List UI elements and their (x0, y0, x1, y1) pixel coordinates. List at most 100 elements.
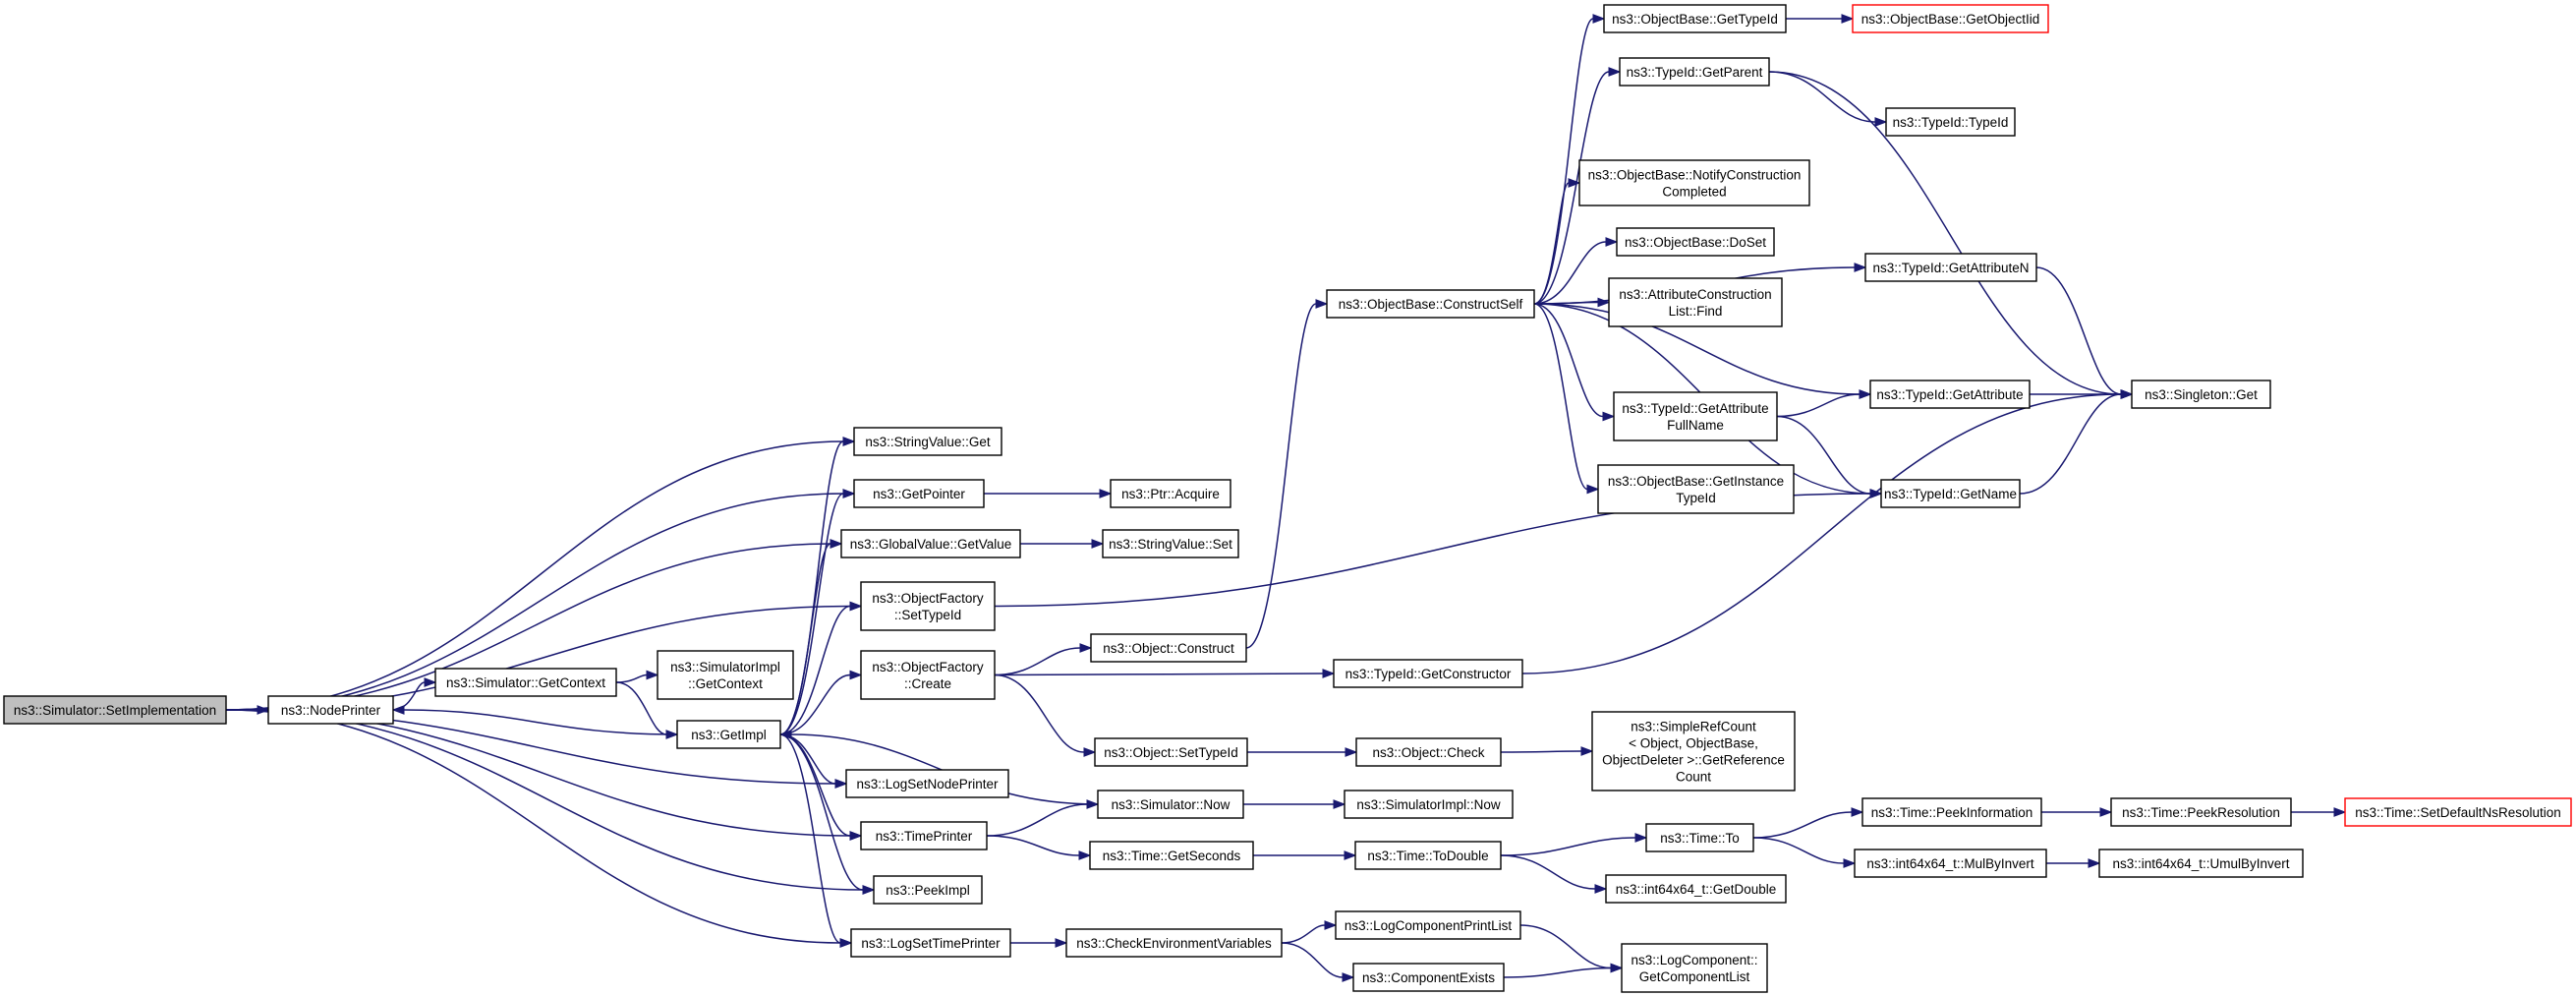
node-get-impl[interactable]: ns3::GetImpl (676, 720, 781, 749)
node-box[interactable] (1603, 4, 1787, 33)
node-box[interactable] (1645, 823, 1754, 852)
node-object-base-notify-construction-completed[interactable]: ns3::ObjectBase::NotifyConstructionCompl… (1578, 159, 1810, 206)
node-type-id-get-constructor[interactable]: ns3::TypeId::GetConstructor (1333, 659, 1523, 688)
node-box[interactable] (1102, 529, 1239, 558)
node-box[interactable] (1605, 874, 1787, 904)
node-int64-get-double[interactable]: ns3::int64x64_t::GetDouble (1605, 874, 1787, 904)
node-log-set-time-printer[interactable]: ns3::LogSetTimePrinter (850, 928, 1011, 958)
node-box[interactable] (1335, 910, 1521, 940)
node-simulator-now[interactable]: ns3::Simulator::Now (1097, 790, 1244, 819)
node-box[interactable] (3, 695, 227, 725)
node-box[interactable] (873, 875, 983, 905)
node-box[interactable] (1097, 790, 1244, 819)
node-box[interactable] (845, 769, 1009, 798)
node-node-printer[interactable]: ns3::NodePrinter (267, 695, 394, 725)
node-object-construct[interactable]: ns3::Object::Construct (1090, 633, 1247, 663)
node-box[interactable] (1619, 57, 1770, 87)
node-simulator-impl-get-context[interactable]: ns3::SimulatorImpl::GetContext (657, 650, 794, 700)
node-log-component-print-list[interactable]: ns3::LogComponentPrintList (1335, 910, 1521, 940)
node-box[interactable] (1597, 464, 1795, 514)
node-box[interactable] (1094, 737, 1248, 767)
node-box[interactable] (860, 821, 988, 850)
node-box[interactable] (1608, 277, 1783, 327)
node-simulator-get-context[interactable]: ns3::Simulator::GetContext (434, 668, 617, 697)
node-object-base-do-set[interactable]: ns3::ObjectBase::DoSet (1616, 227, 1775, 257)
node-box[interactable] (267, 695, 394, 725)
node-box[interactable] (1355, 737, 1502, 767)
node-time-printer[interactable]: ns3::TimePrinter (860, 821, 988, 850)
node-box[interactable] (1110, 479, 1231, 508)
node-time-get-seconds[interactable]: ns3::Time::GetSeconds (1089, 841, 1254, 870)
node-box[interactable] (840, 529, 1021, 558)
node-log-set-node-printer[interactable]: ns3::LogSetNodePrinter (845, 769, 1009, 798)
node-box[interactable] (1854, 849, 2047, 878)
node-box[interactable] (1578, 159, 1810, 206)
node-box[interactable] (657, 650, 794, 700)
node-string-value-get[interactable]: ns3::StringValue::Get (853, 427, 1002, 456)
node-component-exists[interactable]: ns3::ComponentExists (1352, 963, 1505, 992)
node-box[interactable] (434, 668, 617, 697)
node-box[interactable] (2110, 797, 2292, 827)
node-log-component-get-component-list[interactable]: ns3::LogComponent::GetComponentList (1621, 943, 1768, 993)
node-type-id-get-attribute[interactable]: ns3::TypeId::GetAttribute (1869, 380, 2031, 409)
node-box[interactable] (1352, 963, 1505, 992)
node-check-environment-variables[interactable]: ns3::CheckEnvironmentVariables (1065, 928, 1283, 958)
node-type-id-get-name[interactable]: ns3::TypeId::GetName (1880, 479, 2021, 508)
node-time-peek-resolution[interactable]: ns3::Time::PeekResolution (2110, 797, 2292, 827)
node-peek-impl[interactable]: ns3::PeekImpl (873, 875, 983, 905)
node-box[interactable] (1065, 928, 1283, 958)
node-box[interactable] (1885, 107, 2016, 137)
node-set-implementation[interactable]: ns3::Simulator::SetImplementation (3, 695, 227, 725)
node-int64-mul-by-invert[interactable]: ns3::int64x64_t::MulByInvert (1854, 849, 2047, 878)
node-box[interactable] (860, 650, 996, 700)
node-box[interactable] (860, 581, 996, 631)
node-time-to[interactable]: ns3::Time::To (1645, 823, 1754, 852)
node-box[interactable] (850, 928, 1011, 958)
node-box[interactable] (1591, 711, 1796, 791)
node-time-to-double[interactable]: ns3::Time::ToDouble (1354, 841, 1502, 870)
node-type-id-get-attribute-n[interactable]: ns3::TypeId::GetAttributeN (1864, 253, 2037, 282)
node-box[interactable] (2131, 380, 2271, 409)
node-box[interactable] (1326, 289, 1535, 319)
node-box[interactable] (676, 720, 781, 749)
node-box[interactable] (2344, 797, 2572, 827)
node-box[interactable] (1880, 479, 2021, 508)
node-box[interactable] (853, 427, 1002, 456)
node-get-pointer[interactable]: ns3::GetPointer (853, 479, 985, 508)
node-box[interactable] (2098, 849, 2304, 878)
node-object-base-construct-self[interactable]: ns3::ObjectBase::ConstructSelf (1326, 289, 1535, 319)
node-box[interactable] (1344, 790, 1514, 819)
node-box[interactable] (1869, 380, 2031, 409)
node-simple-ref-count-get-reference-count[interactable]: ns3::SimpleRefCount< Object, ObjectBase,… (1591, 711, 1796, 791)
node-object-set-type-id[interactable]: ns3::Object::SetTypeId (1094, 737, 1248, 767)
node-time-set-default-ns-resolution[interactable]: ns3::Time::SetDefaultNsResolution (2344, 797, 2572, 827)
node-type-id-get-parent[interactable]: ns3::TypeId::GetParent (1619, 57, 1770, 87)
node-box[interactable] (1090, 633, 1247, 663)
node-object-base-get-type-id[interactable]: ns3::ObjectBase::GetTypeId (1603, 4, 1787, 33)
node-box[interactable] (1616, 227, 1775, 257)
node-box[interactable] (1354, 841, 1502, 870)
node-box[interactable] (1089, 841, 1254, 870)
node-singleton-get[interactable]: ns3::Singleton::Get (2131, 380, 2271, 409)
node-ptr-acquire[interactable]: ns3::Ptr::Acquire (1110, 479, 1231, 508)
node-simulator-impl-now[interactable]: ns3::SimulatorImpl::Now (1344, 790, 1514, 819)
node-box[interactable] (1613, 391, 1778, 441)
node-object-check[interactable]: ns3::Object::Check (1355, 737, 1502, 767)
node-box[interactable] (853, 479, 985, 508)
node-box[interactable] (1852, 4, 2049, 33)
node-global-value-get-value[interactable]: ns3::GlobalValue::GetValue (840, 529, 1021, 558)
node-box[interactable] (1333, 659, 1523, 688)
node-object-factory-create[interactable]: ns3::ObjectFactory::Create (860, 650, 996, 700)
node-time-peek-information[interactable]: ns3::Time::PeekInformation (1861, 797, 2042, 827)
node-box[interactable] (1864, 253, 2037, 282)
node-int64-umul-by-invert[interactable]: ns3::int64x64_t::UmulByInvert (2098, 849, 2304, 878)
node-box[interactable] (1861, 797, 2042, 827)
node-type-id-type-id[interactable]: ns3::TypeId::TypeId (1885, 107, 2016, 137)
node-box[interactable] (1621, 943, 1768, 993)
node-string-value-set[interactable]: ns3::StringValue::Set (1102, 529, 1239, 558)
node-object-factory-set-type-id[interactable]: ns3::ObjectFactory::SetTypeId (860, 581, 996, 631)
node-object-base-get-object-iid[interactable]: ns3::ObjectBase::GetObjectIid (1852, 4, 2049, 33)
